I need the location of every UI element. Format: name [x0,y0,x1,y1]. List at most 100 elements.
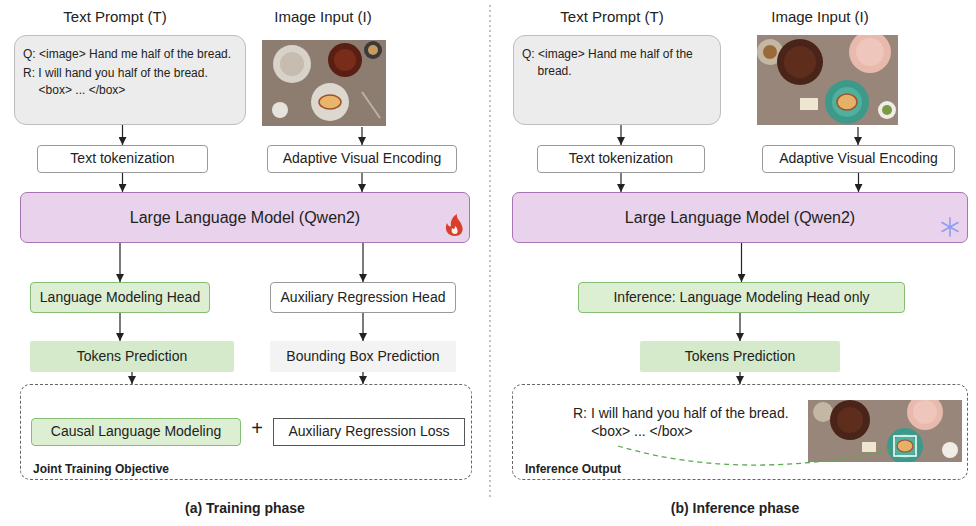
node-text: Inference Output [525,462,745,477]
node-text: Tokens Prediction [77,348,188,366]
flow-arrow [620,173,621,192]
photo-ground [262,40,386,126]
node-text: Large Language Model (Qwen2) [130,208,360,228]
flow-arrow [122,125,123,145]
node-text: Q: <image> Hand me half of the bread. [23,46,231,63]
panel-divider [489,5,490,498]
small-bowl-food [882,105,892,115]
column-heading: Text Prompt (T) [15,8,215,25]
node-text: Adaptive Visual Encoding [779,150,938,168]
plate-center [280,52,304,76]
plate-food [763,45,777,59]
process-box: Text tokenization [37,145,208,173]
flow-arrow [858,173,859,192]
loss-box: Auxiliary Regression Loss [273,418,465,446]
node-text: Bounding Box Prediction [286,348,439,366]
bounding-box [894,436,916,456]
model-box: Large Language Model (Qwen2) [512,192,968,243]
food-photo [757,35,898,125]
head-box: Inference: Language Modeling Head only [578,282,905,313]
node-text: Joint Training Objective [33,462,253,477]
text-prompt-box: Q: <image> Hand me half of the bread. R: … [14,35,246,125]
plus-sign: + [244,417,270,440]
plate [887,428,923,462]
grounding-link [618,446,892,465]
node-text: Tokens Prediction [685,348,796,366]
panel-caption: (a) Training phase [145,500,345,516]
small-bowl [878,101,896,119]
plate [813,402,833,422]
column-heading: Text Prompt (T) [512,8,712,25]
process-box: Adaptive Visual Encoding [267,145,457,173]
node-text: Q: <image> Hand me half of the bread. [522,46,712,80]
flow-arrow [361,173,362,192]
head-box: Auxiliary Regression Head [270,282,456,313]
small-bowl [942,442,958,458]
output-region: R: I will hand you half of the bread. <b… [512,384,968,480]
plate-center [893,434,917,458]
image-arrow [857,127,858,145]
flow-arrow [620,125,621,145]
node-text: R: I will hand you half of the bread. <b… [573,404,825,440]
plate-center [784,46,816,78]
flow-arrow [739,313,740,341]
output-box: Bounding Box Prediction [270,341,456,372]
flow-arrow [122,173,123,192]
plate [849,35,891,73]
model-box: Large Language Model (Qwen2) [20,192,470,243]
bread [837,94,857,110]
loss-box: Causal Language Modeling [31,418,241,446]
plate-center [837,407,863,433]
column-heading: Image Input (I) [750,8,890,25]
panel-caption: (b) Inference phase [635,500,835,516]
flow-arrow [131,372,132,384]
node-text: Large Language Model (Qwen2) [625,208,855,228]
node-text: Auxiliary Regression Loss [288,423,449,441]
column-heading: Image Input (I) [253,8,393,25]
plate-center [856,38,884,66]
node-text: Text tokenization [569,150,673,168]
node-text: Adaptive Visual Encoding [283,150,442,168]
photo-ground [757,35,898,125]
bowl [328,43,362,77]
plate [825,80,869,124]
node-text: Causal Language Modeling [51,423,221,441]
output-box: Tokens Prediction [30,341,234,372]
plate [273,45,311,83]
text-prompt-box: Q: <image> Hand me half of the bread. [513,35,721,125]
flow-arrow [741,243,742,282]
glass [272,102,288,118]
plate [777,39,823,85]
butter [862,442,876,452]
node-text: Text tokenization [70,150,174,168]
process-box: Adaptive Visual Encoding [762,145,955,173]
objective-region: Joint Training Objective Causal Language … [20,384,472,480]
food-photo [808,400,962,462]
flow-arrow [119,243,120,282]
plate [907,400,943,430]
head-box: Language Modeling Head [30,282,210,313]
plate [830,400,870,440]
node-text: Inference: Language Modeling Head only [613,289,869,307]
plate-center [913,400,937,424]
image-arrow [361,127,362,145]
node-text: R: I will hand you half of the bread. <b… [23,65,237,99]
plate [311,83,349,121]
plate-center [832,87,862,117]
output-box: Tokens Prediction [640,341,840,372]
fork [362,92,380,118]
flow-arrow [362,372,363,384]
bread [897,440,913,452]
flow-arrow [362,243,363,282]
flow-arrow [119,313,120,341]
bowl-center [334,49,356,71]
node-text: Language Modeling Head [40,289,200,307]
process-box: Text tokenization [537,145,705,173]
food-photo [262,40,386,126]
node-text: Auxiliary Regression Head [281,289,446,307]
small-bowl-food [368,45,378,55]
butter [800,98,818,110]
flow-arrow [739,372,740,384]
small-bowl [364,41,382,59]
